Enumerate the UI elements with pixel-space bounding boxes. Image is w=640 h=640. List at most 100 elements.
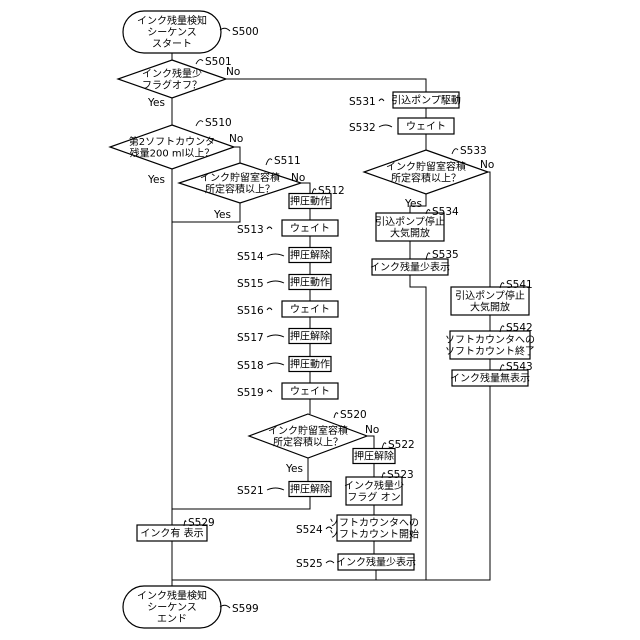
node-text: 押圧解除 (290, 483, 330, 496)
node-s525: インク残量少表示 (336, 554, 416, 570)
step-label-text: S512 (318, 185, 345, 197)
leader-line (196, 121, 203, 126)
node-text: インク残量少表示 (370, 261, 450, 274)
leader-line (379, 99, 384, 101)
yes-branch-label: Yes (404, 198, 422, 210)
step-label-text: S524 (296, 524, 323, 536)
node-text: インク残量少表示 (336, 556, 416, 569)
node-text: エンド (157, 614, 187, 625)
no-branch-label: No (365, 424, 379, 436)
node-text: インク貯留室容積 (200, 171, 280, 184)
node-s531: 引込ポンプ駆動 (391, 92, 461, 108)
node-s519: ウェイト (282, 383, 338, 399)
node-text: ソフトカウント終了 (445, 344, 535, 357)
step-label-text: S515 (237, 278, 264, 290)
node-text: 大気開放 (390, 226, 430, 239)
leader-line (266, 159, 272, 165)
node-text: 押圧解除 (290, 249, 330, 262)
step-label-text: S535 (432, 249, 459, 261)
leader-line (267, 390, 272, 392)
node-text: インク貯留室容積 (386, 160, 466, 173)
node-s523: インク残量少フラグ オン (344, 477, 404, 505)
connector-line (234, 147, 240, 163)
node-text: ウェイト (290, 386, 330, 398)
leader-line (452, 149, 458, 154)
step-label-s514: S514 (237, 251, 284, 263)
node-text: シーケンス (147, 602, 197, 614)
leader-line (326, 561, 334, 563)
step-label-text: S516 (237, 305, 264, 317)
step-label-s521: S521 (237, 485, 284, 497)
step-label-text: S523 (387, 469, 414, 481)
step-label-s520: S520 (334, 409, 367, 421)
leader-line (334, 413, 338, 418)
node-s521: 押圧解除 (289, 482, 331, 497)
node-text: スタート (152, 38, 192, 50)
step-label-text: S541 (506, 279, 533, 291)
node-text: 所定容積以上？ (273, 435, 343, 448)
node-s511: インク貯留室容積所定容積以上？ (179, 163, 301, 203)
step-label-s599: S599 (220, 603, 259, 615)
node-text: 押圧解除 (354, 450, 394, 463)
node-text: 押圧解除 (290, 330, 330, 343)
leader-line (196, 60, 203, 64)
step-label-s515: S515 (237, 278, 284, 290)
node-text: インク残量少 (142, 67, 202, 80)
node-text: 引込ポンプ駆動 (391, 94, 461, 107)
step-label-s518: S518 (237, 360, 284, 372)
leader-line (267, 363, 284, 365)
node-s500: インク残量検知シーケンススタート (123, 11, 221, 53)
step-label-s533: S533 (452, 145, 487, 157)
node-s518: 押圧動作 (289, 357, 331, 372)
node-s510: 第2ソフトカウンタ残量200 ml以上？ (110, 125, 234, 169)
step-label-s524: S524 (296, 524, 332, 536)
yes-branch-label: Yes (147, 97, 165, 109)
step-label-text: S599 (232, 603, 259, 615)
step-label-text: S529 (188, 517, 215, 529)
node-text: ソフトカウント開始 (329, 527, 419, 540)
leader-line (267, 335, 284, 337)
node-text: インク残量無表示 (450, 372, 530, 385)
step-label-s519: S519 (237, 387, 272, 399)
step-label-text: S518 (237, 360, 264, 372)
step-label-text: S513 (237, 224, 264, 236)
leader-line (379, 125, 392, 127)
connector-line (172, 497, 310, 509)
step-label-text: S543 (506, 361, 533, 373)
step-label-text: S517 (237, 332, 264, 344)
node-text: 押圧動作 (290, 276, 330, 289)
node-text: 押圧動作 (290, 358, 330, 371)
leader-line (267, 227, 272, 229)
step-label-text: S520 (340, 409, 367, 421)
no-branch-label: No (291, 172, 305, 184)
no-branch-label: No (226, 66, 240, 78)
node-text: フラグ オン (347, 490, 400, 503)
step-label-text: S510 (205, 117, 232, 129)
step-label-s531: S531 (349, 96, 384, 108)
node-text: 大気開放 (470, 300, 510, 313)
no-branch-label: No (229, 133, 243, 145)
node-s517: 押圧解除 (289, 329, 331, 344)
node-text: インク貯留室容積 (268, 424, 348, 437)
step-label-s500: S500 (220, 26, 259, 38)
step-label-text: S521 (237, 485, 264, 497)
step-label-text: S514 (237, 251, 264, 263)
yes-branch-label: Yes (285, 463, 303, 475)
step-label-s510: S510 (196, 117, 232, 129)
connector-line (367, 436, 374, 448)
node-s532: ウェイト (398, 118, 454, 134)
connector-line (226, 79, 426, 92)
node-text: ウェイト (406, 121, 446, 133)
step-label-s532: S532 (349, 122, 392, 134)
step-label-text: S542 (506, 322, 533, 334)
connector-line (301, 183, 310, 193)
step-label-text: S534 (432, 206, 459, 218)
leader-line (267, 254, 284, 256)
step-label-text: S531 (349, 96, 376, 108)
step-label-text: S511 (274, 155, 301, 167)
step-label-s517: S517 (237, 332, 284, 344)
node-text: インク残量検知 (137, 589, 207, 602)
node-text: 第2ソフトカウンタ (129, 135, 215, 148)
yes-branch-label: Yes (213, 209, 231, 221)
connector-line (488, 172, 490, 287)
